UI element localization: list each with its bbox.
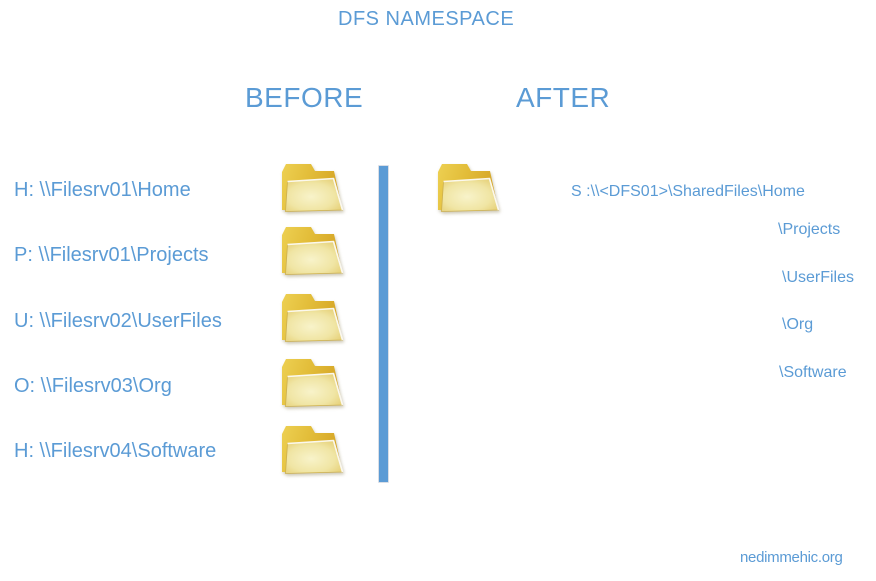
after-sub-path: \Projects — [778, 221, 841, 238]
before-item-label: P: \\Filesrv01\Projects — [14, 244, 209, 266]
after-sub-path: \UserFiles — [782, 269, 855, 286]
before-item-label: H: \\Filesrv04\Software — [14, 440, 217, 462]
after-sub-path: \Org — [782, 316, 814, 333]
before-item-label: H: \\Filesrv01\Home — [14, 179, 191, 201]
footer-site: nedimmehic.org — [740, 549, 843, 566]
before-item-label: O: \\Filesrv03\Org — [14, 375, 172, 397]
folder-icon — [270, 225, 344, 275]
folder-icon — [270, 292, 344, 342]
folder-icon — [426, 162, 500, 212]
folder-icon — [270, 424, 344, 474]
divider-bar — [378, 165, 389, 483]
after-sub-path: \Software — [779, 364, 847, 381]
folder-icon — [270, 357, 344, 407]
before-heading: BEFORE — [245, 82, 364, 113]
page-title: DFS NAMESPACE — [338, 8, 515, 30]
before-item-label: U: \\Filesrv02\UserFiles — [14, 310, 222, 332]
after-root-path: S :\\<DFS01>\SharedFiles\Home — [571, 183, 805, 200]
folder-icon — [270, 162, 344, 212]
after-heading: AFTER — [516, 82, 611, 113]
